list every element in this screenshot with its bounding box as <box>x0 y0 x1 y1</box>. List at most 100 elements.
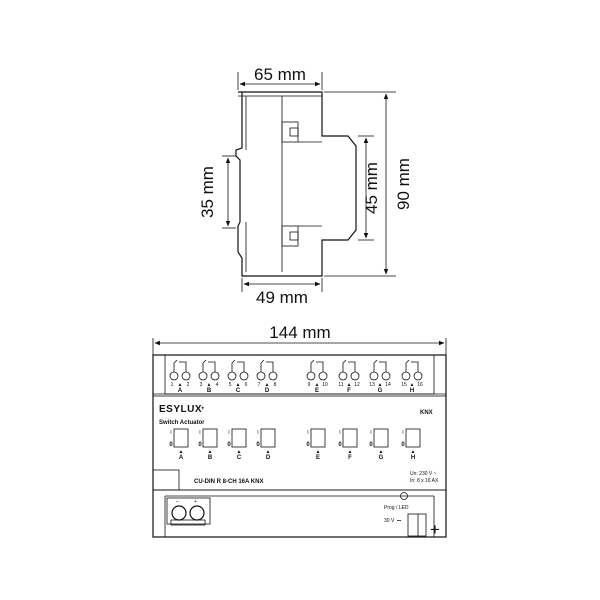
channel-letter: H <box>411 455 415 461</box>
terminal-screw[interactable] <box>401 371 411 381</box>
terminal-number: 9 <box>308 382 311 388</box>
terminal-number: 11 <box>338 382 343 388</box>
relay-contact-icon <box>260 359 274 372</box>
terminal-number: 16 <box>417 382 423 388</box>
brand-mark: + <box>201 406 205 412</box>
dim-label-front-height: 45 mm <box>362 162 381 214</box>
channel-letter-top: C <box>236 388 241 394</box>
terminal-number: 15 <box>401 382 407 388</box>
relay-contact-icon <box>310 359 324 372</box>
terminal-screw[interactable] <box>239 371 249 381</box>
terminal-arrow-icon: ▲ <box>265 382 270 388</box>
manual-switch[interactable] <box>202 428 218 448</box>
terminal-number: 4 <box>216 382 219 388</box>
switch-off-label: 0 <box>401 442 405 448</box>
manual-switch[interactable] <box>310 428 326 448</box>
bus-terminal-label-strip <box>170 519 206 526</box>
channel-letter-top: F <box>347 388 351 394</box>
relay-contact-icon <box>342 359 356 372</box>
terminal-arrow-icon: ▲ <box>315 382 320 388</box>
relay-contact-icon <box>231 359 245 372</box>
terminal-screw[interactable] <box>181 371 191 381</box>
prog-button[interactable] <box>407 513 427 537</box>
terminal-number: 14 <box>385 382 391 388</box>
manual-switch[interactable] <box>173 428 189 448</box>
channel-letter: C <box>237 455 242 461</box>
bus-terminal-plus-label: + <box>194 499 197 505</box>
channel-letter: F <box>348 455 352 461</box>
terminal-screw[interactable] <box>268 371 278 381</box>
terminal-screw[interactable] <box>318 371 328 381</box>
terminal-arrow-icon: ▲ <box>236 382 241 388</box>
switch-on-label: I <box>402 430 403 436</box>
terminal-arrow-icon: ▲ <box>378 382 383 388</box>
switch-arrow-icon: ▲ <box>179 449 184 455</box>
channel-letter: A <box>179 455 184 461</box>
terminal-arrow-icon: ▲ <box>178 382 183 388</box>
bus-terminal-screw-plus[interactable] <box>189 505 205 521</box>
terminal-screw[interactable] <box>369 371 379 381</box>
front-view: 144 mm ESYLUX + Switch Actuator KNX CU-D… <box>152 323 447 539</box>
channel-letter-top: A <box>178 388 183 394</box>
terminal-number: 7 <box>258 382 261 388</box>
terminal-number: 12 <box>354 382 360 388</box>
terminal-number: 3 <box>200 382 203 388</box>
prog-led[interactable] <box>400 492 408 500</box>
manual-switch[interactable] <box>405 428 421 448</box>
switch-arrow-icon: ▲ <box>379 449 384 455</box>
relay-contact-icon <box>202 359 216 372</box>
terminal-screw[interactable] <box>256 371 266 381</box>
rating-line-1: Un: 230 V ~ <box>410 471 437 477</box>
channel-letter-top: G <box>378 388 383 394</box>
terminal-screw[interactable] <box>350 371 360 381</box>
switch-arrow-icon: ▲ <box>348 449 353 455</box>
dim-label-width: 144 mm <box>269 323 330 342</box>
knx-logo: KNX <box>420 410 433 416</box>
switch-off-label: 0 <box>338 442 342 448</box>
switch-arrow-icon: ▲ <box>237 449 242 455</box>
terminal-screw[interactable] <box>210 371 220 381</box>
terminal-screw[interactable] <box>338 371 348 381</box>
terminal-screw[interactable] <box>198 371 208 381</box>
bus-terminal-screw-minus[interactable] <box>171 505 187 521</box>
switch-arrow-icon: ▲ <box>266 449 271 455</box>
terminal-screw[interactable] <box>227 371 237 381</box>
side-clamp-top-screw <box>289 127 299 137</box>
terminal-screw[interactable] <box>413 371 423 381</box>
channel-letter-top: D <box>265 388 270 394</box>
rating-line-2: In: 8 x 16 AX <box>410 478 439 484</box>
product-label: Switch Actuator <box>159 420 205 426</box>
channel-letter: D <box>266 455 271 461</box>
channel-letter-top: B <box>207 388 212 394</box>
channel-letter: B <box>208 455 213 461</box>
manual-switch[interactable] <box>260 428 276 448</box>
label-window <box>152 469 180 491</box>
terminal-screw[interactable] <box>306 371 316 381</box>
switch-on-label: I <box>370 430 371 436</box>
dim-label-base-depth: 49 mm <box>256 288 308 307</box>
switch-off-label: 0 <box>227 442 231 448</box>
terminal-number: 8 <box>274 382 277 388</box>
manual-switch[interactable] <box>231 428 247 448</box>
manual-switch[interactable] <box>373 428 389 448</box>
side-profile-outline <box>235 91 357 277</box>
channel-letter-top: E <box>315 388 319 394</box>
terminal-arrow-icon: ▲ <box>207 382 212 388</box>
manual-switch[interactable] <box>342 428 358 448</box>
side-view: 65 mm 49 mm 35 mm 45 mm 90 mm <box>198 65 413 307</box>
bus-voltage-label: 30 V <box>384 518 395 524</box>
channel-letter: G <box>379 455 384 461</box>
terminal-screw[interactable] <box>381 371 391 381</box>
switch-on-label: I <box>199 430 200 436</box>
switch-on-label: I <box>257 430 258 436</box>
switch-arrow-icon: ▲ <box>411 449 416 455</box>
bus-terminal <box>166 497 211 525</box>
dim-label-rail: 35 mm <box>198 166 217 218</box>
terminal-screw[interactable] <box>169 371 179 381</box>
switch-arrow-icon: ▲ <box>316 449 321 455</box>
terminal-number: 10 <box>322 382 328 388</box>
relay-contact-icon <box>405 359 419 372</box>
bus-terminal-minus-label: – <box>176 499 179 505</box>
terminal-number: 13 <box>369 382 375 388</box>
